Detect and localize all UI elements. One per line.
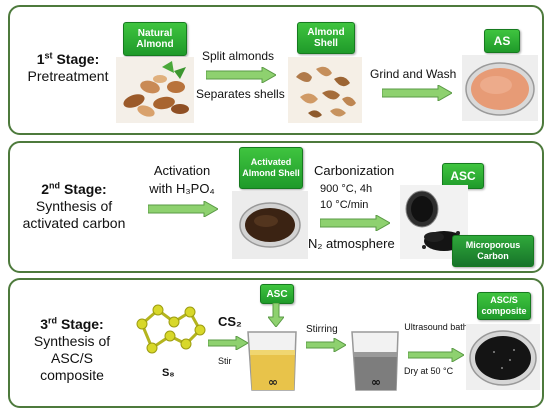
- as-tag: AS: [484, 29, 520, 53]
- stage-3-ordinal: 3: [40, 316, 49, 332]
- acid-label: with H₃PO₄: [149, 181, 215, 196]
- stir-label: Stir: [218, 356, 232, 366]
- stage-3-line-2: ASC/S composite: [40, 350, 104, 383]
- asc-tag: ASC: [442, 163, 484, 189]
- stage-3-arrow-2: [306, 338, 346, 352]
- cs2-label: CS₂: [218, 314, 242, 329]
- stage-3-panel: 3rd Stage: Synthesis of ASC/S composite …: [8, 278, 544, 408]
- stirring-label: Stirring: [306, 324, 338, 335]
- stage-2-panel: 2nd Stage: Synthesis of activated carbon…: [8, 141, 544, 273]
- separates-shells-label: Separates shells: [196, 87, 285, 101]
- stage-3-title: Stage:: [60, 316, 104, 332]
- stage-3-arrow-3: [408, 348, 464, 362]
- split-almonds-label: Split almonds: [202, 49, 275, 63]
- stage-1-ordinal: 1: [36, 51, 45, 67]
- stage-1-label: 1st Stage: Pretreatment: [18, 51, 118, 85]
- asc-down-arrow: [268, 303, 284, 327]
- stir-bar-symbol: ∞: [268, 375, 278, 389]
- stage-2-line-1: Synthesis of: [35, 198, 113, 214]
- activated-almond-shell-tag: Activated Almond Shell: [239, 147, 303, 189]
- stage-1-subtitle: Pretreatment: [27, 68, 109, 84]
- stage-2-ordinal: 2: [41, 181, 50, 197]
- stage-3-label: 3rd Stage: Synthesis of ASC/S composite: [20, 316, 124, 384]
- stage-3-suffix: rd: [48, 315, 58, 326]
- stage-1-arrow-1: [206, 67, 276, 83]
- carbonization-label: Carbonization: [314, 163, 395, 178]
- temperature-time-label: 900 °C, 4h: [320, 183, 373, 195]
- activation-label: Activation: [153, 163, 211, 178]
- natural-almond-image: [116, 57, 194, 123]
- natural-almond-tag: Natural Almond: [123, 22, 187, 56]
- beaker-grey-image: ∞: [351, 331, 399, 391]
- asc-s-composite-tag: ASC/S composite: [477, 292, 531, 320]
- stage-2-title: Stage:: [63, 181, 107, 197]
- almond-shell-image: [288, 57, 362, 123]
- stage-2-label: 2nd Stage: Synthesis of activated carbon: [20, 181, 128, 232]
- stage-1-title: Stage:: [56, 51, 100, 67]
- atmosphere-label: N₂ atmosphere: [308, 236, 395, 251]
- composite-dish-image: [466, 324, 540, 390]
- ultrasound-label: Ultrasound bath: [404, 322, 468, 332]
- heating-rate-label: 10 °C/min: [320, 199, 369, 211]
- as-powder-dish-image: [462, 55, 538, 121]
- stir-bar-symbol-2: ∞: [371, 375, 381, 389]
- microporous-carbon-tag: Microporous Carbon: [452, 235, 534, 267]
- stage-1-panel: 1st Stage: Pretreatment Natural Almond S…: [8, 5, 544, 135]
- stage-1-arrow-2: [382, 85, 452, 101]
- stage-2-suffix: nd: [49, 180, 61, 191]
- stage-2-arrow-1: [148, 201, 218, 217]
- carbon-powder-image: [400, 185, 468, 259]
- stage-1-suffix: st: [44, 50, 53, 61]
- stage-3-arrow-1: [208, 336, 248, 350]
- asc-tag-stage-3: ASC: [260, 284, 294, 304]
- grind-wash-label: Grind and Wash: [370, 67, 457, 81]
- s8-molecule-image: [136, 304, 206, 354]
- almond-shell-tag: Almond Shell: [297, 22, 355, 54]
- activated-shell-dish-image: [232, 191, 308, 259]
- dry-label: Dry at 50 °C: [404, 366, 454, 376]
- s8-label: S₈: [162, 367, 175, 379]
- stage-2-arrow-2: [320, 215, 390, 231]
- beaker-yellow-image: ∞: [247, 331, 297, 391]
- stage-2-line-2: activated carbon: [22, 215, 126, 231]
- stage-3-line-1: Synthesis of: [33, 333, 111, 349]
